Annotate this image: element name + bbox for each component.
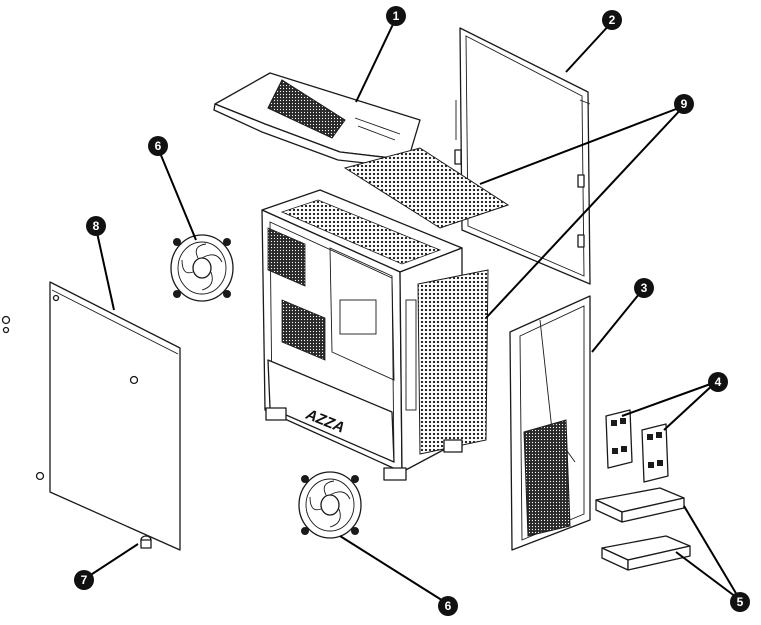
callout-6-top: 6 <box>148 136 168 156</box>
callout-label: 8 <box>93 219 100 233</box>
callout-label: 1 <box>393 9 400 23</box>
callout-4: 4 <box>708 372 728 392</box>
callout-3: 3 <box>634 278 654 298</box>
callout-1: 1 <box>386 6 406 26</box>
callout-6-bottom: 6 <box>438 596 458 616</box>
callout-label: 7 <box>81 573 88 587</box>
callout-label: 6 <box>155 139 162 153</box>
callout-8: 8 <box>86 216 106 236</box>
chassis-icon: AZZA <box>261 189 489 481</box>
callout-9: 9 <box>674 94 694 114</box>
hdd-tray-icon <box>595 487 691 571</box>
callout-label: 9 <box>681 97 688 111</box>
fan-icon <box>170 234 362 539</box>
glass-panel-icon <box>454 27 591 285</box>
callout-label: 4 <box>715 375 722 389</box>
front-panel-icon <box>509 295 591 551</box>
ssd-bracket-icon <box>605 409 669 483</box>
top-panel-icon <box>213 72 421 169</box>
leader-lines <box>85 17 741 605</box>
dust-filter-icon <box>343 147 510 229</box>
callout-label: 5 <box>737 595 744 609</box>
callout-2: 2 <box>602 10 622 30</box>
side-panel-icon <box>1 281 181 551</box>
callout-7: 7 <box>74 570 94 590</box>
callout-label: 6 <box>445 599 452 613</box>
callout-5: 5 <box>730 592 750 612</box>
thumbscrew-icon <box>140 535 152 549</box>
callout-label: 3 <box>641 281 648 295</box>
callout-label: 2 <box>609 13 616 27</box>
